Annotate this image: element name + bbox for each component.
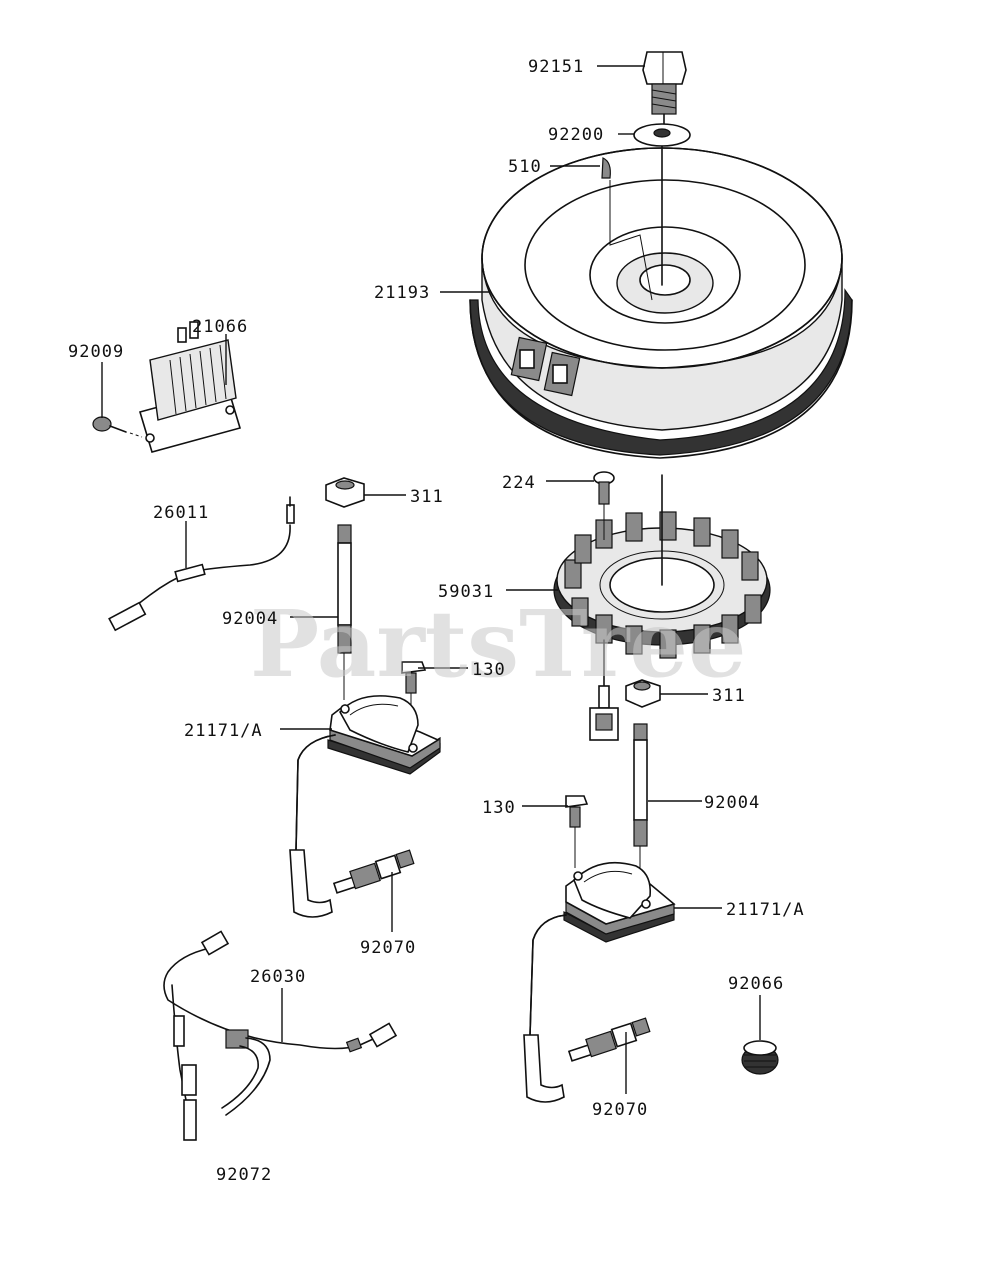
- stud-92004-left[interactable]: [337, 524, 352, 700]
- label-21066[interactable]: 21066: [192, 317, 248, 337]
- washer-92200[interactable]: [633, 123, 691, 286]
- screw-92009[interactable]: [92, 416, 143, 438]
- lead-wire-26011[interactable]: [108, 496, 295, 632]
- label-92070-left[interactable]: 92070: [360, 938, 416, 958]
- bolt-130-left[interactable]: [401, 661, 427, 715]
- key-510[interactable]: [601, 157, 611, 179]
- label-92072[interactable]: 92072: [216, 1165, 272, 1185]
- label-510[interactable]: 510: [508, 157, 542, 177]
- stator-59031[interactable]: [553, 474, 771, 741]
- nut-311-upper[interactable]: [325, 477, 365, 508]
- label-92200[interactable]: 92200: [548, 125, 604, 145]
- label-92151[interactable]: 92151: [528, 57, 584, 77]
- spark-plug-92070-left[interactable]: [332, 849, 415, 894]
- bolt-92151[interactable]: [642, 51, 687, 126]
- label-311-upper[interactable]: 311: [410, 487, 444, 507]
- label-21171a-left[interactable]: 21171/A: [184, 721, 263, 741]
- label-92004-right[interactable]: 92004: [704, 793, 760, 813]
- label-21171a-right[interactable]: 21171/A: [726, 900, 805, 920]
- label-130-left[interactable]: 130: [472, 660, 506, 680]
- label-224[interactable]: 224: [502, 473, 536, 493]
- label-59031[interactable]: 59031: [438, 582, 494, 602]
- label-92004-left[interactable]: 92004: [222, 609, 278, 629]
- label-26011[interactable]: 26011: [153, 503, 209, 523]
- stud-92004-right[interactable]: [633, 723, 648, 870]
- screw-224[interactable]: [593, 471, 615, 540]
- label-92066[interactable]: 92066: [728, 974, 784, 994]
- label-130-right[interactable]: 130: [482, 798, 516, 818]
- label-92009[interactable]: 92009: [68, 342, 124, 362]
- harness-26030[interactable]: [163, 930, 398, 1141]
- spark-plug-92070-right[interactable]: [567, 1017, 651, 1062]
- label-26030[interactable]: 26030: [250, 967, 306, 987]
- watermark: PartsTree: [250, 590, 746, 698]
- clamp-92072[interactable]: [221, 1029, 271, 1116]
- label-92070-right[interactable]: 92070: [592, 1100, 648, 1120]
- plug-92066[interactable]: [741, 1040, 779, 1075]
- label-21193[interactable]: 21193: [374, 283, 430, 303]
- nut-311-lower[interactable]: [625, 679, 661, 708]
- flywheel-21193[interactable]: [469, 147, 853, 459]
- bolt-130-right[interactable]: [565, 795, 589, 868]
- ignition-coil-21171a-right[interactable]: [523, 861, 676, 1103]
- ignition-coil-21171a-left[interactable]: [289, 695, 441, 918]
- regulator-21066[interactable]: [138, 321, 242, 453]
- label-311-lower[interactable]: 311: [712, 686, 746, 706]
